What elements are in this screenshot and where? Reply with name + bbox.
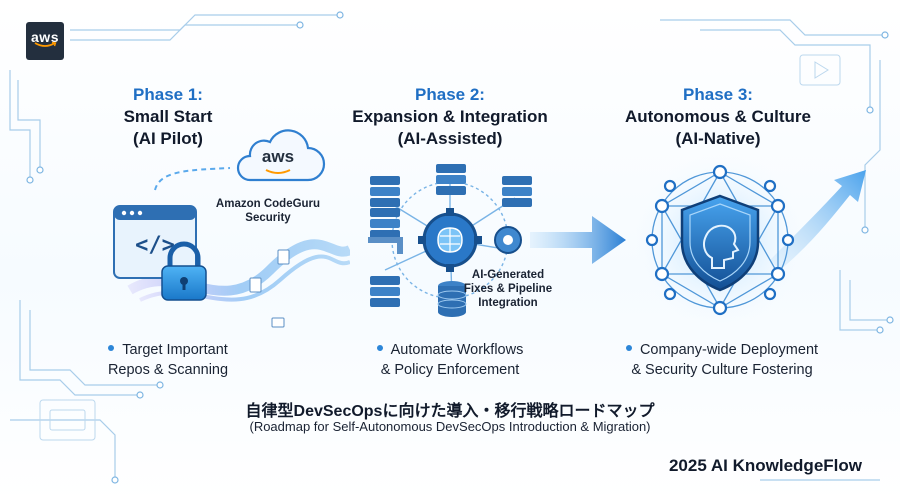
network-node-icons [645, 164, 795, 316]
phase-3-illustration [628, 148, 866, 330]
codeguru-cloud-text: aws [261, 147, 295, 166]
phase-3-bullet-line2: & Security Culture Fostering [631, 362, 813, 378]
server-stack-icons [370, 164, 532, 307]
aws-cloud-icon [236, 129, 326, 182]
phase-1-bullet: Target Important Repos & Scanning [58, 340, 278, 380]
bullet-dot-icon [376, 345, 383, 351]
database-icon [437, 281, 467, 317]
phase-3-bullet-line1: Company-wide Deployment [639, 342, 819, 358]
phase-1-subtitle: (AI Pilot) [133, 129, 203, 148]
aws-logo: aws [26, 22, 64, 60]
growth-arrow-icon [770, 170, 866, 270]
progress-arrow-icon [530, 216, 626, 264]
security-shield-icon [680, 194, 760, 292]
ai-fixes-line2: Fixes & Pipeline [463, 283, 553, 295]
phase-1-number: Phase 1: [133, 85, 203, 104]
aws-smile-icon [34, 42, 57, 47]
phase-1-bullet-line1: Target Important [122, 342, 228, 358]
codeguru-label: Amazon CodeGuru Security [210, 197, 326, 225]
phase-3-title: Autonomous & Culture [624, 107, 812, 126]
japanese-title: 自律型DevSecOpsに向けた導入・移行戦略ロードマップ [245, 403, 655, 420]
english-subtitle: (Roadmap for Self-Autonomous DevSecOps I… [249, 419, 651, 434]
phase-1-heading: Phase 1: Small Start (AI Pilot) [58, 84, 278, 150]
codeguru-label-line1: Amazon CodeGuru [215, 198, 321, 210]
phase-2-illustration [368, 164, 532, 317]
ai-brain-gear-icon [418, 208, 482, 272]
phase-2-heading: Phase 2: Expansion & Integration (AI-Ass… [330, 84, 570, 150]
lock-icon [161, 241, 207, 301]
aws-logo-text: aws [31, 29, 59, 45]
code-window-icon: </> [113, 205, 197, 279]
bullet-dot-icon [625, 345, 632, 351]
phase-1-bullet-line2: Repos & Scanning [107, 362, 229, 378]
phase-3-subtitle: (AI-Native) [675, 129, 761, 148]
brand-label: 2025 AI KnowledgeFlow [668, 456, 862, 475]
ai-fixes-line1: AI-Generated [471, 269, 545, 281]
ai-fixes-label: AI-Generated Fixes & Pipeline Integratio… [452, 268, 564, 310]
phase-1-illustration: </> [113, 167, 350, 328]
phase-2-title: Expansion & Integration [352, 107, 548, 126]
phase-3-heading: Phase 3: Autonomous & Culture (AI-Native… [604, 84, 832, 150]
phase-3-bullet: Company-wide Deployment & Security Cultu… [602, 340, 842, 380]
phase-2-subtitle: (AI-Assisted) [397, 129, 503, 148]
bullet-dot-icon [108, 345, 115, 351]
codeguru-label-line2: Security [245, 212, 291, 224]
phase-2-bullet: Automate Workflows & Policy Enforcement [330, 340, 570, 380]
pipe-icon [368, 237, 403, 254]
phase-3-number: Phase 3: [683, 85, 753, 104]
phase-2-number: Phase 2: [415, 85, 485, 104]
phase-1-title: Small Start [123, 107, 213, 126]
ai-fixes-line3: Integration [478, 297, 538, 309]
phase-2-bullet-line1: Automate Workflows [390, 342, 524, 358]
phase-2-bullet-line2: & Policy Enforcement [380, 362, 520, 378]
sync-gear-icon [494, 226, 522, 254]
